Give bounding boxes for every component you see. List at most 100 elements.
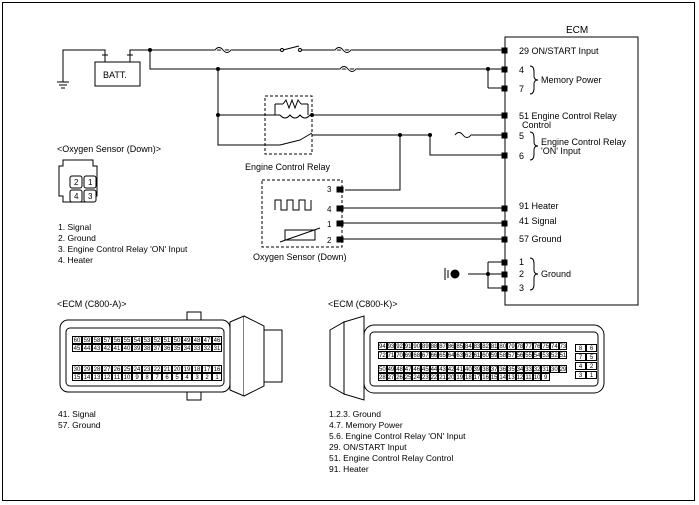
connector-pin: 16: [212, 365, 222, 373]
connector-pin: 86: [446, 342, 456, 350]
connector-pin: 58: [92, 336, 102, 344]
connector-pin: 33: [192, 344, 202, 352]
connector-pin: 21: [438, 373, 447, 381]
connector-pin: 80: [498, 342, 507, 350]
connector-pin: 61: [472, 351, 482, 359]
connector-pin: 51: [162, 336, 172, 344]
connector-pin: 54: [132, 336, 142, 344]
ecm-k-legend-item: 29. ON/START Input: [329, 442, 407, 452]
ecm-a-legend: 41. Signal 57. Ground: [58, 409, 101, 431]
ecm-pin-51: 51 Engine Control Relay: [519, 111, 617, 121]
connector-pin: 14: [498, 373, 507, 381]
ecm-pin-91: 91 Heater: [519, 201, 559, 211]
battery-label: BATT.: [103, 70, 127, 80]
connector-pin: 14: [82, 373, 92, 381]
connector-pin: 33: [524, 365, 533, 373]
connector-pin: 1: [212, 373, 222, 381]
connector-pin: 25: [122, 365, 132, 373]
connector-pin: 17: [472, 373, 482, 381]
connector-pin: 2: [586, 362, 597, 370]
connector-pin: 38: [142, 344, 152, 352]
connector-pin: 5: [586, 353, 597, 361]
connector-pin: 15: [72, 373, 82, 381]
connector-pin: 12: [515, 373, 525, 381]
connector-pin: 83: [472, 342, 482, 350]
o2-pin-1: 1: [327, 220, 332, 229]
o2c-pin-2: 2: [74, 178, 79, 187]
connector-pin: 47: [202, 336, 212, 344]
connector-pin: 84: [464, 342, 473, 350]
connector-pin: 59: [82, 336, 92, 344]
ecm-pin-4: 4: [519, 65, 525, 75]
connector-pin: 30: [550, 365, 559, 373]
connector-pin: 26: [395, 373, 404, 381]
ground-group-label: Ground: [541, 269, 572, 279]
connector-pin: 18: [464, 373, 473, 381]
connector-pin: 57: [507, 351, 516, 359]
connector-pin: 68: [412, 351, 421, 359]
connector-pin: 90: [412, 342, 421, 350]
ecm-box: [504, 36, 639, 306]
connector-pin: 7: [152, 373, 162, 381]
ecm-k-legend-item: 91. Heater: [329, 464, 369, 474]
connector-pin: 39: [132, 344, 142, 352]
connector-pin: 22: [152, 365, 162, 373]
connector-pin: 57: [102, 336, 112, 344]
o2-connector-title: <Oxygen Sensor (Down)>: [57, 144, 162, 154]
o2c-pin-4: 4: [74, 192, 79, 201]
connector-pin: 28: [92, 365, 102, 373]
o2-legend: 1. Signal 2. Ground 3. Engine Control Re…: [58, 222, 187, 266]
connector-pin: 56: [112, 336, 122, 344]
connector-pin: 87: [438, 342, 447, 350]
ecm-a-connector: [59, 311, 283, 401]
connector-pin: 43: [92, 344, 102, 352]
connector-pin: 19: [182, 365, 192, 373]
o2c-pin-3: 3: [88, 192, 93, 201]
o2c-pin-1: 1: [88, 178, 93, 187]
ecm-pin-57: 57 Ground: [519, 234, 562, 244]
connector-pin: 5: [172, 373, 182, 381]
relay-on-label-1: Engine Control Relay: [541, 137, 627, 147]
o2-pin-4: 4: [327, 205, 332, 214]
connector-pin: 60: [72, 336, 82, 344]
connector-pin: 32: [202, 344, 212, 352]
connector-pin: 40: [122, 344, 132, 352]
connector-pin: 36: [162, 344, 172, 352]
ecm-a-legend-item: 57. Ground: [58, 420, 101, 430]
connector-pin: 24: [132, 365, 142, 373]
connector-pin: 49: [182, 336, 192, 344]
relay-control-label: Control: [522, 120, 552, 130]
connector-pin: 45: [421, 365, 430, 373]
ecm-k-legend-item: 4.7. Memory Power: [329, 420, 403, 430]
ecm-pin-2: 2: [519, 269, 525, 279]
connector-pin: 7: [575, 353, 586, 361]
connector-pin: 53: [541, 351, 550, 359]
ecm-pin-7: 7: [519, 84, 525, 94]
connector-pin: 8: [142, 373, 152, 381]
o2-legend-item: 2. Ground: [58, 233, 96, 243]
ecm-k-legend: 1.2.3. Ground 4.7. Memory Power 5.6. Eng…: [329, 409, 466, 475]
connector-pin: 52: [152, 336, 162, 344]
o2-legend-item: 4. Heater: [58, 255, 93, 265]
connector-pin: 46: [212, 336, 222, 344]
connector-pin: 13: [92, 373, 102, 381]
connector-pin: 73: [558, 342, 568, 350]
ecm-title: ECM: [566, 25, 589, 36]
connector-pin: 48: [395, 365, 404, 373]
connector-pin: 12: [102, 373, 112, 381]
connector-pin: 24: [412, 373, 421, 381]
connector-pin: 1: [586, 371, 597, 379]
connector-pin: 42: [102, 344, 112, 352]
ecm-a-title: <ECM (C800-A)>: [57, 299, 127, 309]
connector-pin: 20: [446, 373, 456, 381]
connector-pin: 10: [122, 373, 132, 381]
ecm-k-legend-item: 51. Engine Control Relay Control: [329, 453, 454, 463]
connector-pin: 69: [403, 351, 413, 359]
connector-pin: 4: [182, 373, 192, 381]
ecm-k-legend-item: 5.6. Engine Control Relay 'ON' Input: [329, 431, 466, 441]
connector-pin: 75: [541, 342, 550, 350]
connector-pin: 53: [142, 336, 152, 344]
connector-pin: 45: [72, 344, 82, 352]
connector-pin: 47: [403, 365, 413, 373]
